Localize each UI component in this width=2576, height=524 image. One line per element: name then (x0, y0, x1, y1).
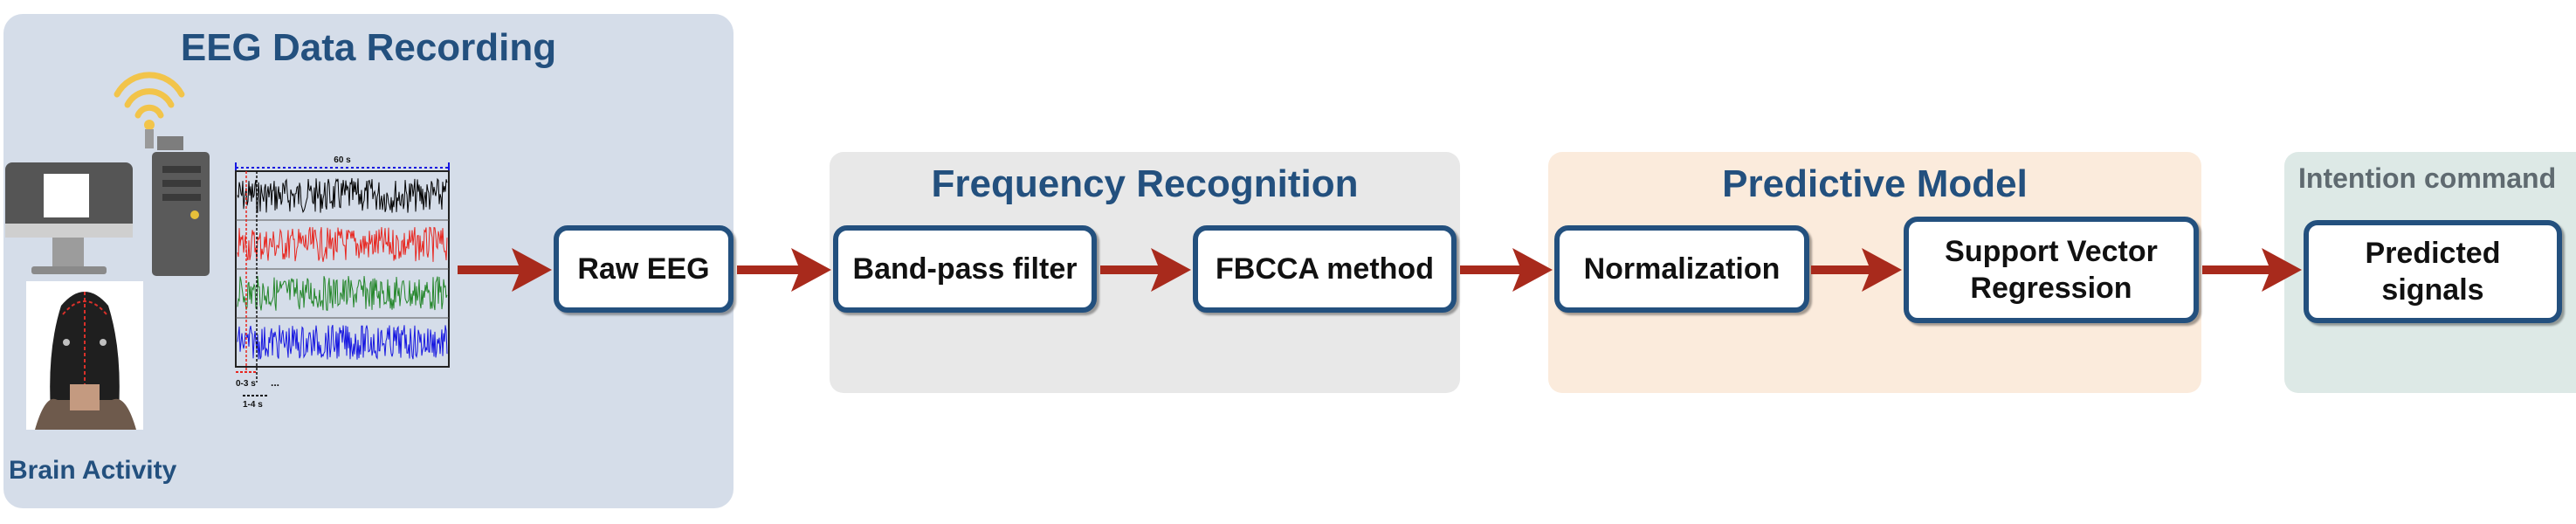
eeg-trace-4 (237, 325, 448, 360)
arrow-plot-to-raw-eeg (458, 248, 552, 292)
antenna-icon (145, 129, 154, 148)
support-vector-regression-box: Support Vector Regression (1904, 217, 2199, 323)
panel-title-frequency: Frequency Recognition (931, 162, 1359, 205)
fbcca-method-box: FBCCA method (1193, 225, 1457, 313)
eeg-trace-1 (237, 177, 448, 214)
eeg-cap-head-icon (26, 281, 143, 430)
eeg-trace-3 (237, 276, 448, 311)
window-1-label: 0-3 s (236, 379, 256, 389)
window-ellipsis: ... (271, 376, 279, 389)
panel-title-predictive: Predictive Model (1722, 162, 2028, 205)
arrow-normalization-to-svr (1811, 248, 1902, 292)
monitor-icon (5, 162, 133, 274)
brain-activity-label: Brain Activity (9, 456, 177, 485)
arrow-svr-to-predicted (2202, 248, 2302, 292)
panel-title-eeg: EEG Data Recording (180, 26, 557, 69)
arrow-fbcca-to-normalization (1460, 248, 1553, 292)
wifi-icon (114, 72, 185, 130)
eeg-trace-plot: 60 s 0-3 s 1-4 s ... (235, 155, 450, 410)
panel-title-intention: Intention command (2298, 162, 2557, 194)
predicted-signals-box: Predicted signals (2304, 220, 2562, 323)
eeg-trace-2 (237, 226, 448, 262)
duration-label: 60 s (334, 155, 351, 165)
arrow-bandpass-to-fbcca (1100, 248, 1191, 292)
computer-tower-icon (152, 152, 210, 276)
window-2-label: 1-4 s (243, 400, 263, 410)
normalization-box: Normalization (1554, 225, 1809, 313)
raw-eeg-box: Raw EEG (554, 225, 734, 313)
recording-setup-illustration (5, 72, 210, 430)
arrow-raw-eeg-to-bandpass (737, 248, 831, 292)
band-pass-filter-box: Band-pass filter (833, 225, 1097, 313)
